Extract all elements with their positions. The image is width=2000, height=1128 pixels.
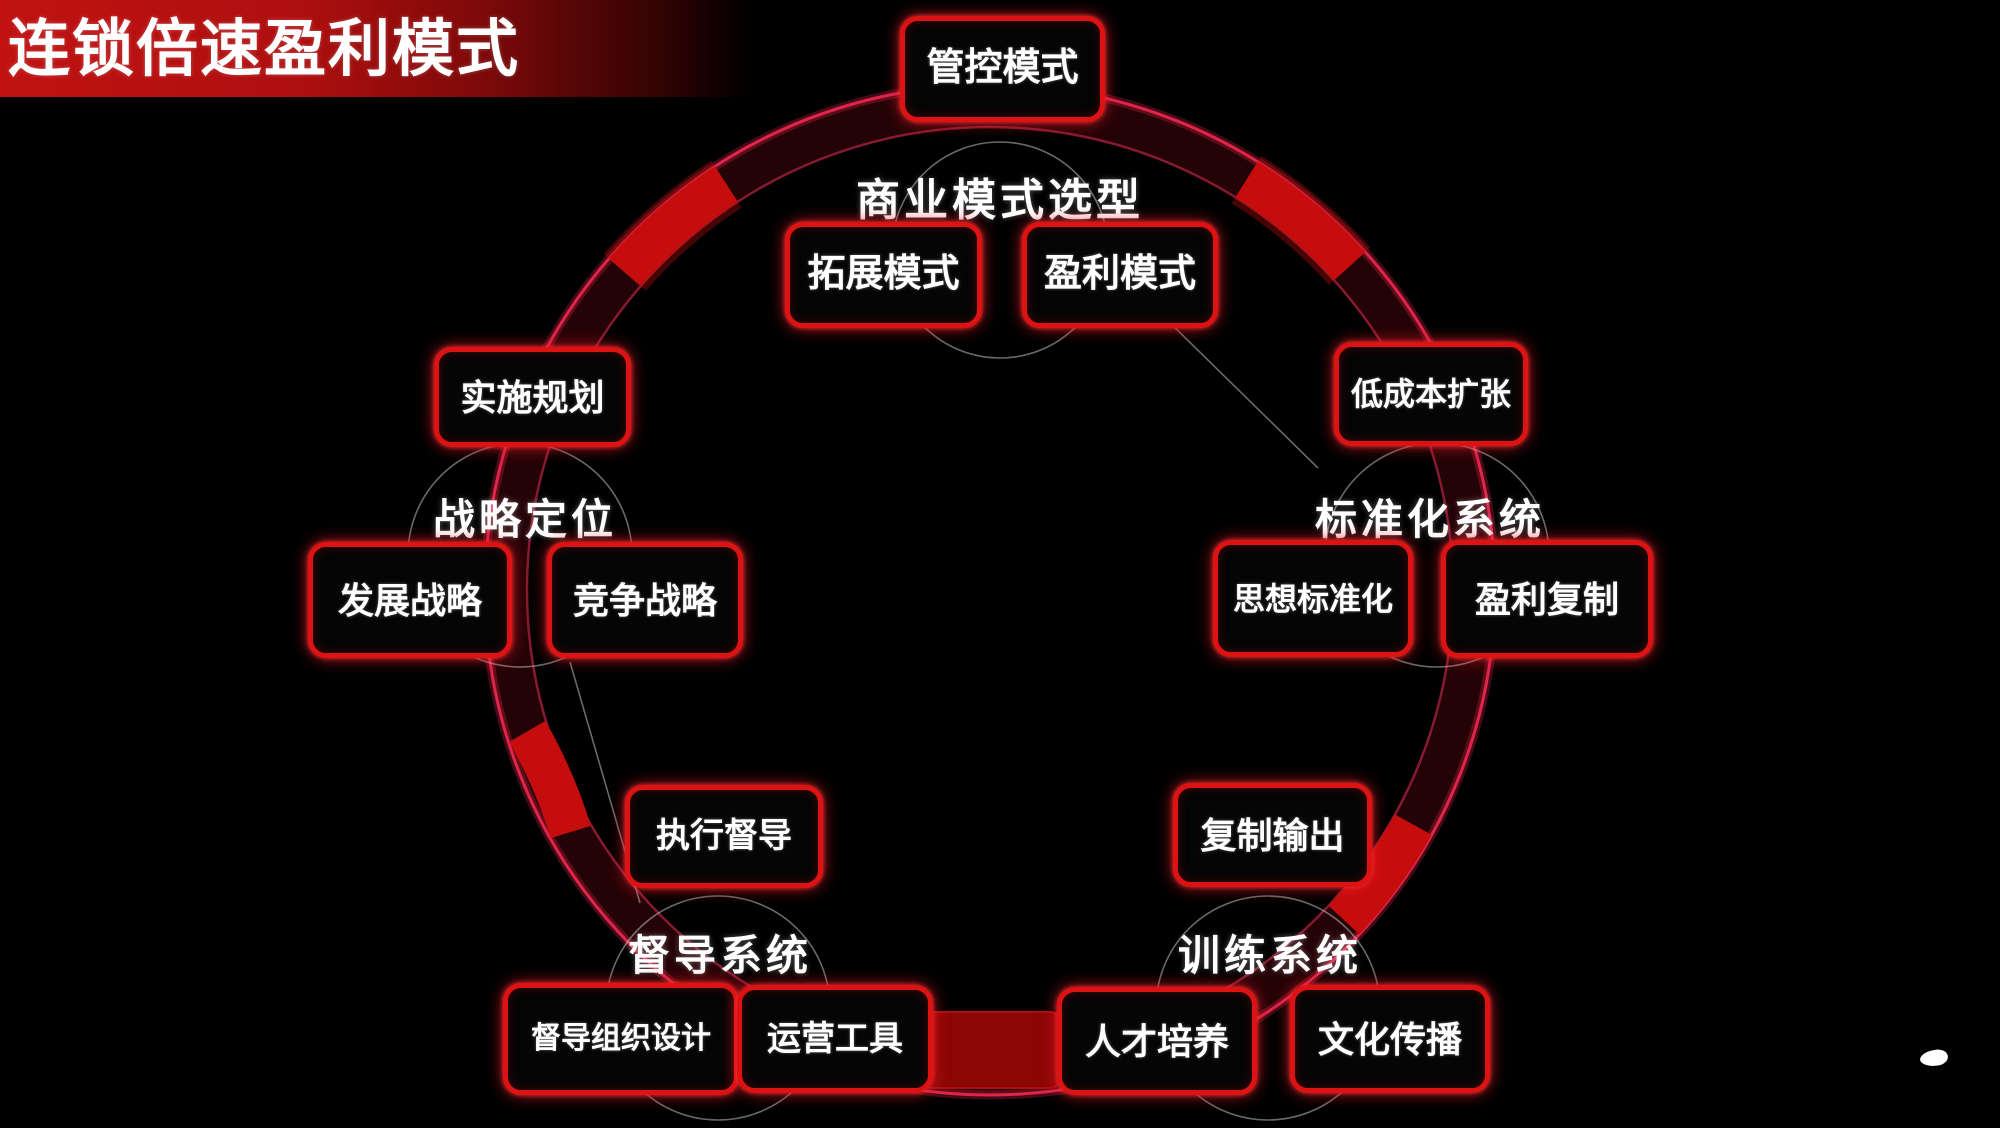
box-profit-replication: 盈利复制 <box>1441 540 1653 658</box>
box-control-model: 管控模式 <box>900 16 1105 122</box>
label-strategic-positioning: 战略定位 <box>432 496 617 543</box>
title-banner: 连锁倍速盈利模式 <box>0 0 750 97</box>
page-title: 连锁倍速盈利模式 <box>8 15 521 84</box>
ring-bottom-block <box>921 1011 1061 1089</box>
ring-segment-glow-1 <box>603 160 742 292</box>
label-business-model-selection: 商业模式选型 <box>856 176 1144 225</box>
box-profit-model: 盈利模式 <box>1022 222 1218 328</box>
box-supervision-org-design: 督导组织设计 <box>503 983 739 1095</box>
label-supervision-system: 督导系统 <box>627 932 812 979</box>
box-thought-standardization: 思想标准化 <box>1213 540 1413 657</box>
box-competition-strategy: 竞争战略 <box>547 542 743 658</box>
box-low-cost-expansion: 低成本扩张 <box>1334 342 1528 446</box>
ring-segments-glow <box>603 155 1371 292</box>
ring-segment-bottom-left <box>508 721 591 839</box>
box-implementation-planning: 实施规划 <box>434 347 631 447</box>
box-execution-supervision: 执行督导 <box>625 785 823 888</box>
box-operation-tools: 运营工具 <box>737 985 933 1093</box>
ring-segment-top-left <box>608 166 739 287</box>
box-expansion-model: 拓展模式 <box>785 222 982 328</box>
box-development-strategy: 发展战略 <box>308 542 512 658</box>
box-talent-cultivation: 人才培养 <box>1057 987 1257 1095</box>
ring-segment-top-right <box>1235 161 1366 281</box>
box-culture-spread: 文化传播 <box>1290 985 1490 1093</box>
box-replication-output: 复制输出 <box>1173 783 1372 887</box>
ring-segment-glow-2 <box>1231 155 1371 286</box>
label-standardization-system: 标准化系统 <box>1314 496 1545 543</box>
ring-segments <box>508 161 1432 935</box>
label-training-system: 训练系统 <box>1177 932 1362 979</box>
ring-segment-bottom-right <box>1328 814 1432 935</box>
